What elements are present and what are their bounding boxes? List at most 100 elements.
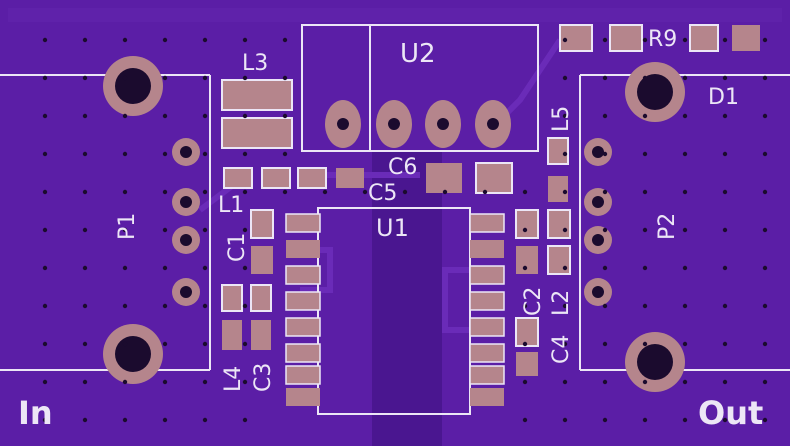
via xyxy=(162,341,168,347)
via xyxy=(122,379,128,385)
via xyxy=(82,417,88,423)
via xyxy=(82,379,88,385)
via xyxy=(82,189,88,195)
via xyxy=(242,227,248,233)
via xyxy=(82,37,88,43)
via xyxy=(522,417,528,423)
via xyxy=(202,151,208,157)
via xyxy=(682,75,688,81)
label-l4: L4 xyxy=(221,366,246,392)
label-l3: L3 xyxy=(242,51,268,76)
via xyxy=(122,37,128,43)
via xyxy=(162,227,168,233)
via xyxy=(602,341,608,347)
via xyxy=(202,341,208,347)
via xyxy=(162,265,168,271)
via xyxy=(762,417,768,423)
via xyxy=(42,379,48,385)
via xyxy=(42,37,48,43)
via xyxy=(42,113,48,119)
via xyxy=(562,151,568,157)
via xyxy=(202,113,208,119)
via xyxy=(642,189,648,195)
label-c1: C1 xyxy=(225,233,250,262)
via xyxy=(562,417,568,423)
label-u1: U1 xyxy=(376,214,409,242)
via xyxy=(202,379,208,385)
via xyxy=(442,189,448,195)
via xyxy=(42,417,48,423)
via xyxy=(122,303,128,309)
via xyxy=(202,265,208,271)
via xyxy=(642,37,648,43)
via xyxy=(642,151,648,157)
via xyxy=(122,417,128,423)
via xyxy=(82,227,88,233)
via xyxy=(522,265,528,271)
label-p2: P2 xyxy=(655,213,680,240)
label-in: In xyxy=(18,394,53,432)
label-c4: C4 xyxy=(549,335,574,364)
via xyxy=(762,75,768,81)
via xyxy=(82,151,88,157)
via xyxy=(762,227,768,233)
via xyxy=(682,227,688,233)
via xyxy=(562,189,568,195)
via xyxy=(242,151,248,157)
via xyxy=(202,303,208,309)
via xyxy=(642,265,648,271)
label-l5: L5 xyxy=(549,106,574,132)
via xyxy=(642,113,648,119)
via xyxy=(562,75,568,81)
via xyxy=(722,417,728,423)
via xyxy=(722,379,728,385)
via xyxy=(82,265,88,271)
copper-traces xyxy=(8,8,782,446)
via xyxy=(522,303,528,309)
via xyxy=(762,265,768,271)
via xyxy=(402,189,408,195)
via xyxy=(242,265,248,271)
via xyxy=(602,379,608,385)
via xyxy=(82,75,88,81)
via xyxy=(202,227,208,233)
via xyxy=(42,151,48,157)
label-u2: U2 xyxy=(400,39,436,69)
via xyxy=(162,303,168,309)
via xyxy=(722,113,728,119)
via xyxy=(762,341,768,347)
via xyxy=(42,341,48,347)
via xyxy=(642,341,648,347)
via xyxy=(82,113,88,119)
via xyxy=(602,151,608,157)
via xyxy=(562,227,568,233)
label-c3: C3 xyxy=(251,363,276,392)
via xyxy=(602,227,608,233)
label-out: Out xyxy=(698,394,763,432)
via xyxy=(722,341,728,347)
via xyxy=(762,379,768,385)
via xyxy=(682,151,688,157)
via xyxy=(482,189,488,195)
via xyxy=(722,37,728,43)
via xyxy=(122,265,128,271)
via xyxy=(722,189,728,195)
via xyxy=(602,303,608,309)
via xyxy=(202,75,208,81)
via xyxy=(722,265,728,271)
via xyxy=(722,151,728,157)
via xyxy=(162,151,168,157)
via xyxy=(242,189,248,195)
via xyxy=(242,37,248,43)
label-r9: R9 xyxy=(648,27,677,52)
via xyxy=(242,303,248,309)
via xyxy=(202,189,208,195)
via xyxy=(122,75,128,81)
via xyxy=(122,189,128,195)
via xyxy=(602,75,608,81)
via xyxy=(122,341,128,347)
via xyxy=(642,75,648,81)
via xyxy=(42,265,48,271)
label-p1: P1 xyxy=(115,213,140,240)
